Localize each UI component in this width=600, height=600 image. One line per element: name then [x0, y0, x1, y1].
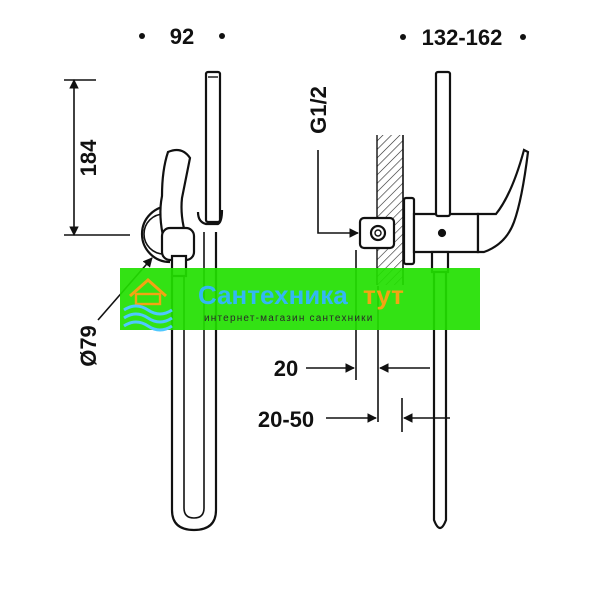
height-label: 184 — [76, 139, 101, 176]
eccentric-fitting — [358, 216, 396, 250]
wall-flange-front — [140, 204, 171, 264]
lever-handle-front — [159, 148, 192, 242]
hose-side — [432, 272, 448, 530]
lever-handle-side — [476, 148, 530, 254]
diameter-label: Ø79 — [76, 325, 101, 367]
hand-shower-front — [196, 70, 224, 226]
offset-range-label: 20-50 — [258, 407, 314, 432]
thread-label: G1/2 — [306, 86, 331, 134]
watermark-accent: тут — [363, 280, 404, 310]
svg-text:Сантехника тут: Сантехника тут — [198, 280, 404, 310]
hand-shower-side — [434, 70, 452, 218]
house-logo-icon — [123, 277, 173, 332]
width-left-label: 92 — [170, 24, 194, 49]
hose-front — [170, 232, 218, 532]
watermark-subtitle: интернет-магазин сантехники — [204, 313, 374, 324]
width-right-label: 132-162 — [422, 25, 503, 50]
height-dimension — [64, 79, 130, 236]
wall-section — [377, 135, 403, 285]
watermark-band — [120, 268, 480, 330]
side-view — [358, 70, 530, 530]
watermark: Сантехника тут интернет-магазин сантехни… — [120, 268, 480, 332]
watermark-title: Сантехника — [198, 280, 348, 310]
offset-range-dimension — [326, 380, 450, 432]
dimension-labels: 92 132-162 184 Ø79 G1/2 20 20-50 — [76, 24, 526, 432]
thread-leader — [317, 150, 359, 238]
offset-label: 20 — [274, 356, 298, 381]
